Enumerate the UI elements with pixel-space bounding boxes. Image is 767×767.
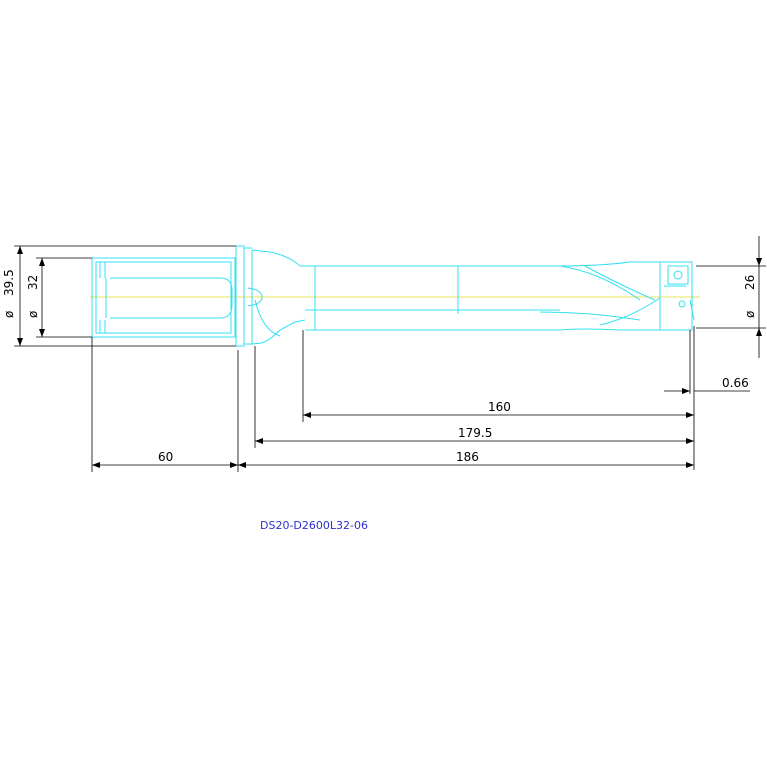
flute-length-value: 160	[488, 400, 511, 414]
dim-flange-diameter: ø 39.5	[2, 245, 236, 347]
part-number-label: DS20-D2600L32-06	[260, 519, 368, 532]
fluted-body	[305, 261, 661, 331]
dim-shank-length: 60	[91, 337, 239, 472]
drill-tool-outline	[91, 245, 695, 347]
drill-diameter-symbol: ø	[743, 311, 757, 318]
flange	[235, 245, 245, 347]
dim-overall-length: 186	[238, 450, 694, 468]
dim-drill-diameter: ø 26	[696, 236, 766, 358]
dim-tip-offset: 0.66	[664, 326, 750, 470]
flange-diameter-value: 39.5	[2, 269, 16, 296]
overall-length-value: 186	[456, 450, 479, 464]
tip-offset-value: 0.66	[722, 376, 749, 390]
flange-diameter-symbol: ø	[2, 311, 16, 318]
shank-length-value: 60	[158, 450, 173, 464]
dim-body-length: 179.5	[254, 346, 694, 448]
body-length-value: 179.5	[458, 426, 492, 440]
dim-flute-length: 160	[302, 330, 694, 422]
cutting-head	[659, 261, 693, 331]
drill-diameter-value: 26	[743, 275, 757, 290]
insert	[667, 265, 689, 285]
dim-shank-diameter: ø 32	[26, 257, 92, 338]
shank	[91, 257, 236, 338]
shank-diameter-symbol: ø	[26, 311, 40, 318]
shank-diameter-value: 32	[26, 275, 40, 290]
